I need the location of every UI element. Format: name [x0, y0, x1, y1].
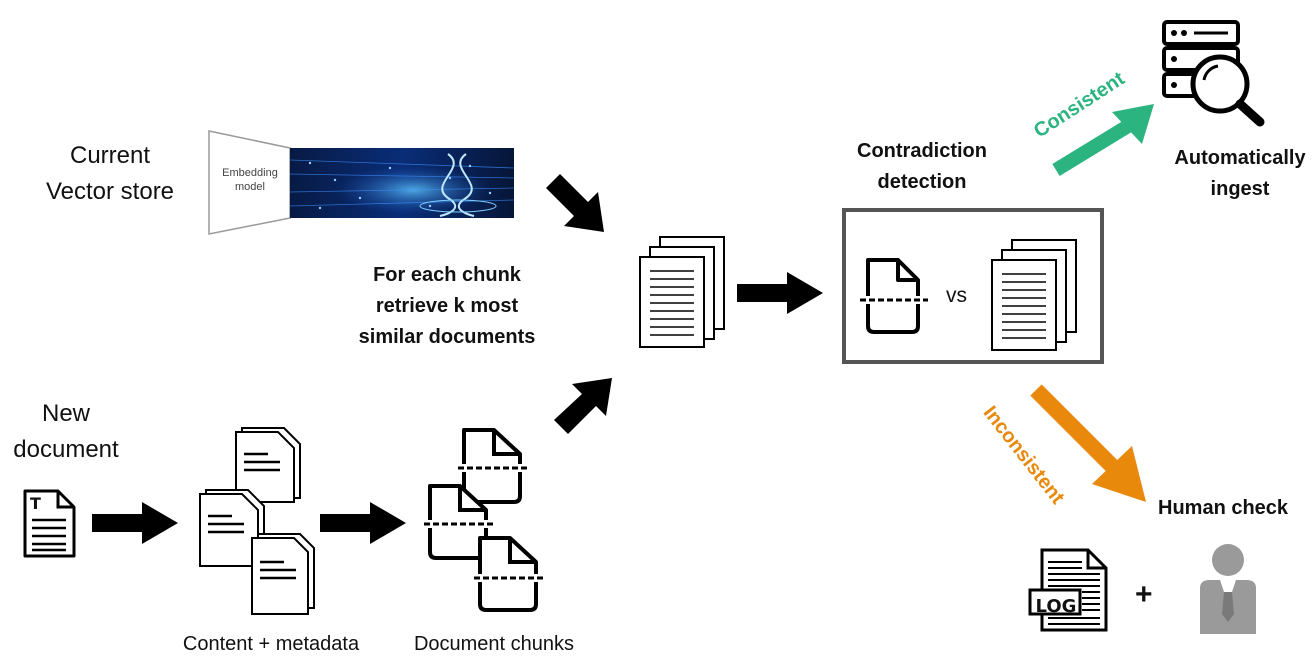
document-chunks-label: Document chunks [413, 633, 575, 655]
content-metadata-label: Content + metadata [182, 633, 360, 655]
new-document-label: New document [13, 400, 119, 463]
document-text-icon [23, 489, 76, 558]
retrieved-documents-stack-icon [639, 236, 725, 348]
human-check-title: Human check [1158, 497, 1289, 519]
document-chunk-icon [860, 258, 928, 334]
log-label: LOG [1035, 596, 1077, 617]
contradiction-detection-box: vs [842, 208, 1104, 364]
consistent-arrow [1052, 104, 1154, 176]
arrow-to-contradiction [737, 272, 823, 314]
embedding-model-label-2: model [235, 181, 265, 193]
plus-sign: + [1135, 578, 1153, 611]
person-icon [1200, 544, 1256, 634]
embedding-model-graphic: Embedding model [208, 130, 515, 236]
document-letter: T [30, 494, 41, 513]
automatically-ingest-label: Automatically ingest [1174, 147, 1306, 200]
log-file-icon [1028, 548, 1108, 632]
inconsistent-arrow [1030, 384, 1146, 502]
server-search-icon [1162, 20, 1265, 127]
document-chunks-icon [424, 428, 546, 612]
vector-data-image [289, 148, 515, 218]
current-vector-store-label: Current Vector store [45, 142, 175, 205]
embedding-model-label-1: Embedding [222, 167, 278, 179]
arrow-store-to-retrieved [546, 174, 604, 232]
content-metadata-documents-icon [199, 427, 315, 615]
arrow-chunks-to-retrieved [554, 378, 612, 434]
vs-label: vs [946, 284, 967, 307]
retrieve-caption: For each chunk retrieve k most similar d… [358, 264, 536, 348]
arrow-doc-to-content [92, 502, 178, 544]
compare-documents-stack-icon [991, 239, 1077, 351]
contradiction-detection-title: Contradiction detection [857, 140, 987, 193]
arrow-content-to-chunks [320, 502, 406, 544]
